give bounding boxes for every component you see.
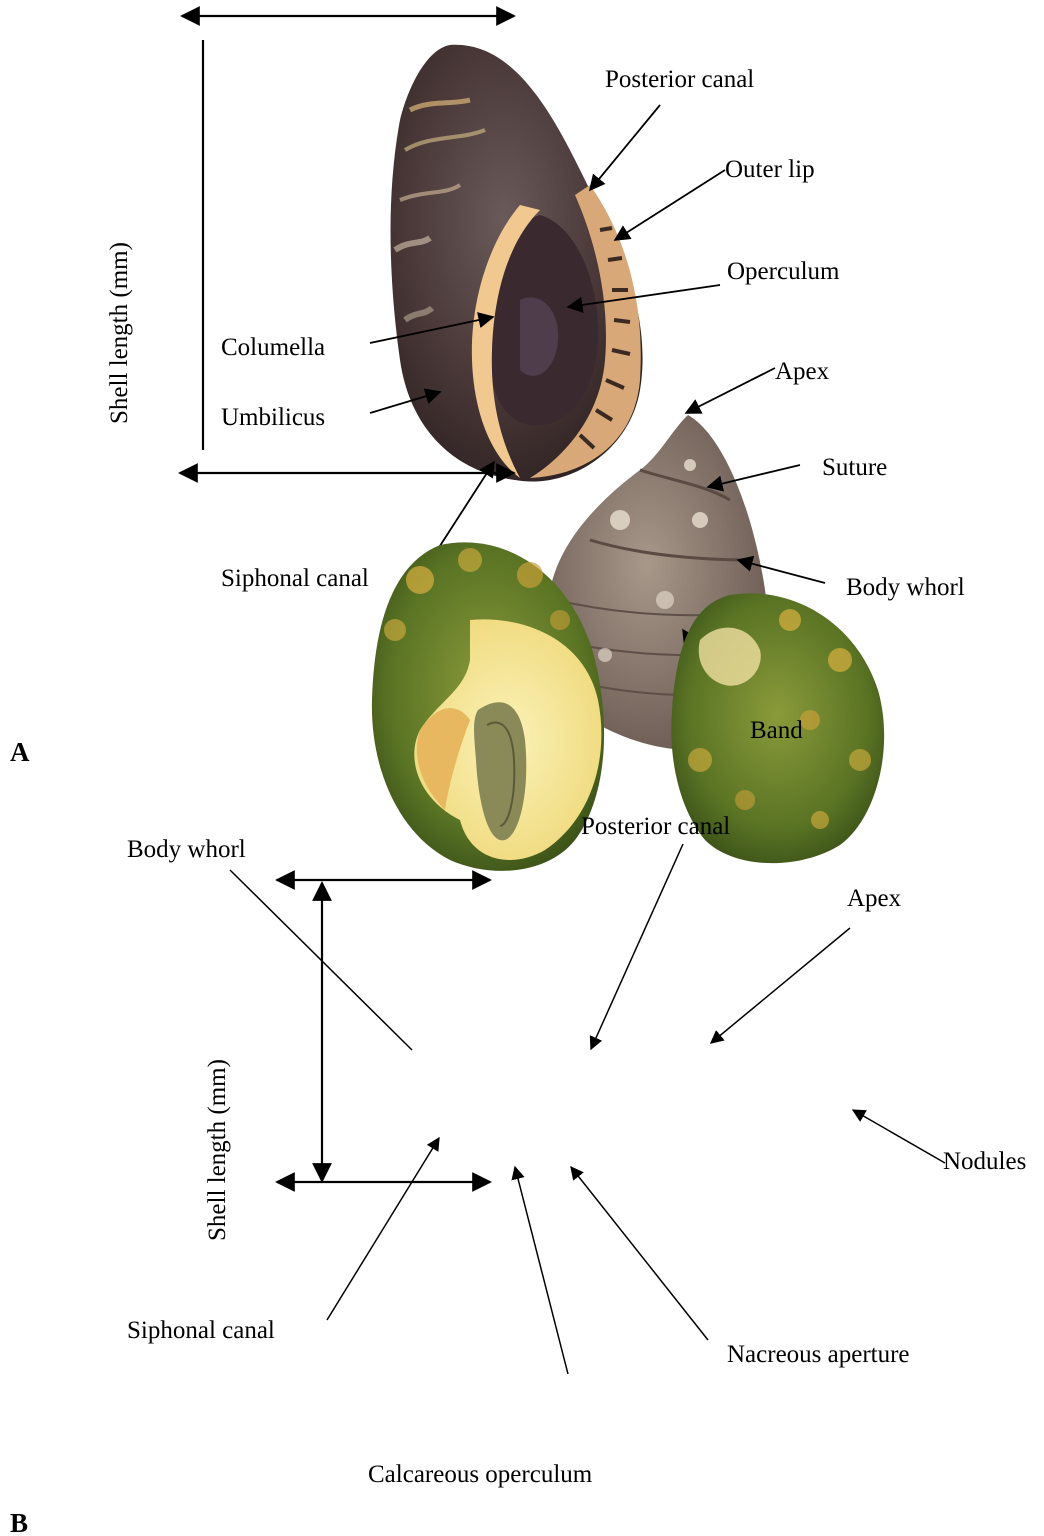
leader-nacreous-aperture — [571, 1167, 708, 1340]
panel-a-letter: A — [10, 739, 30, 766]
label-umbilicus: Umbilicus — [221, 405, 325, 430]
panel-a-length-label: Shell length (mm) — [107, 242, 132, 424]
leader-posterior-canal — [590, 105, 660, 190]
label-columella: Columella — [221, 335, 325, 360]
label-posterior-canal-b: Posterior canal — [581, 814, 730, 839]
leader-outer-lip — [615, 170, 725, 240]
leader-calcareous-operculum — [515, 1167, 568, 1374]
panel-b-measurement — [277, 880, 490, 1182]
label-suture: Suture — [822, 455, 887, 480]
label-posterior-canal-a: Posterior canal — [605, 67, 754, 92]
leader-posterior-canal-b — [591, 844, 683, 1049]
label-nodules: Nodules — [943, 1149, 1026, 1174]
label-operculum-a: Operculum — [727, 259, 839, 284]
label-outer-lip: Outer lip — [725, 157, 815, 182]
leader-apex — [686, 368, 775, 413]
label-body-whorl-b: Body whorl — [127, 837, 246, 862]
panel-b-letter: B — [10, 1510, 28, 1536]
panel-b-leaders — [230, 844, 945, 1374]
label-siphonal-canal-b: Siphonal canal — [127, 1318, 275, 1343]
shell-a-aperture-view — [391, 45, 643, 482]
leader-apex-b — [711, 928, 850, 1043]
leader-nodules — [853, 1110, 945, 1163]
label-calcareous-operculum: Calcareous operculum — [368, 1462, 592, 1487]
label-nacreous-aperture: Nacreous aperture — [727, 1342, 910, 1367]
label-body-whorl-a: Body whorl — [846, 575, 965, 600]
label-band: Band — [750, 718, 803, 743]
panel-b-length-label: Shell length (mm) — [205, 1059, 230, 1241]
leader-siphonal-canal-b — [327, 1138, 439, 1320]
label-apex-a: Apex — [775, 359, 829, 384]
label-siphonal-canal-a: Siphonal canal — [221, 566, 369, 591]
label-apex-b: Apex — [847, 886, 901, 911]
